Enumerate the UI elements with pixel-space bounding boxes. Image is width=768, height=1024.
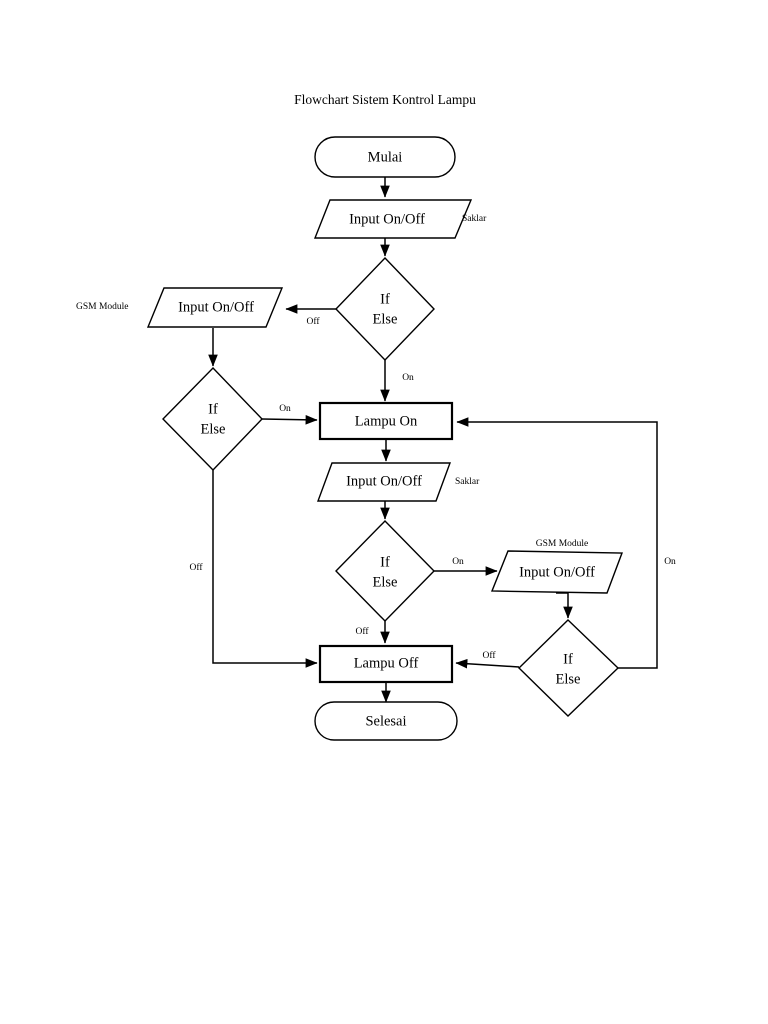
annotation-saklar-1: Saklar xyxy=(462,214,487,224)
node-label-line1: If xyxy=(380,291,390,307)
decision-shape xyxy=(335,256,435,362)
annotation-gsm-module-2: GSM Module xyxy=(536,539,589,549)
parallelogram-shape xyxy=(316,462,452,502)
edge-label-if4-on: On xyxy=(664,557,676,567)
node-end[interactable]: Selesai xyxy=(314,701,458,741)
edge-label-if4-off: Off xyxy=(482,650,496,661)
edge-if4-to-lampuoff xyxy=(455,658,520,669)
node-if1[interactable]: If Else xyxy=(335,256,435,362)
annotation-gsm-module-1: GSM Module xyxy=(76,302,129,312)
node-input1[interactable]: Input On/Off xyxy=(313,199,473,239)
node-input3[interactable]: Input On/Off xyxy=(316,462,452,502)
node-label: Input On/Off xyxy=(349,211,425,227)
node-label-line1: If xyxy=(380,554,390,570)
node-label: Selesai xyxy=(365,713,406,729)
node-if2[interactable]: If Else xyxy=(162,366,263,472)
connectors xyxy=(208,177,658,703)
parallelogram-shape xyxy=(490,550,624,594)
node-input4[interactable]: Input On/Off xyxy=(490,550,624,594)
edge-if4-to-lampuon xyxy=(456,417,658,669)
edge-label-if1-off: Off xyxy=(306,316,320,327)
edge-label-if3-on: On xyxy=(452,557,464,567)
edge-if2-to-lampuon xyxy=(261,414,318,425)
edge-if2-to-lampuoff xyxy=(212,470,318,668)
edge-label-if2-on: On xyxy=(279,404,291,414)
node-label-line2: Else xyxy=(373,574,398,590)
edge-labels: Off On On Off On Off Off On xyxy=(189,316,676,661)
node-label-line2: Else xyxy=(556,671,581,687)
decision-shape xyxy=(335,519,435,623)
page-title: Flowchart Sistem Kontrol Lampu xyxy=(294,92,476,107)
terminator-shape xyxy=(314,136,456,178)
node-if3[interactable]: If Else xyxy=(335,519,435,623)
parallelogram-shape xyxy=(146,287,284,328)
node-label-line1: If xyxy=(563,651,573,667)
terminator-shape xyxy=(314,701,458,741)
node-label: Mulai xyxy=(368,149,403,165)
node-label: Lampu Off xyxy=(354,655,419,671)
node-label: Input On/Off xyxy=(346,473,422,489)
node-label: Input On/Off xyxy=(178,299,254,315)
annotation-saklar-2: Saklar xyxy=(455,477,480,487)
node-if4[interactable]: If Else xyxy=(517,619,620,717)
node-label: Input On/Off xyxy=(519,564,595,580)
parallelogram-shape xyxy=(313,199,473,239)
node-start[interactable]: Mulai xyxy=(314,136,456,178)
node-label-line2: Else xyxy=(201,421,226,437)
edge-label-if1-on: On xyxy=(402,373,414,383)
process-shape xyxy=(318,401,454,441)
node-lampuon[interactable]: Lampu On xyxy=(318,401,454,441)
node-label: Lampu On xyxy=(355,413,418,429)
edge-label-if3-off: Off xyxy=(355,626,369,637)
process-shape xyxy=(318,644,454,684)
node-lampuoff[interactable]: Lampu Off xyxy=(318,644,454,684)
node-input2[interactable]: Input On/Off xyxy=(146,287,284,328)
edge-input4-to-if4 xyxy=(556,592,573,619)
edge-label-if2-off: Off xyxy=(189,562,203,573)
node-label-line2: Else xyxy=(373,311,398,327)
decision-shape xyxy=(162,366,263,472)
decision-shape xyxy=(517,619,620,717)
node-label-line1: If xyxy=(208,401,218,417)
